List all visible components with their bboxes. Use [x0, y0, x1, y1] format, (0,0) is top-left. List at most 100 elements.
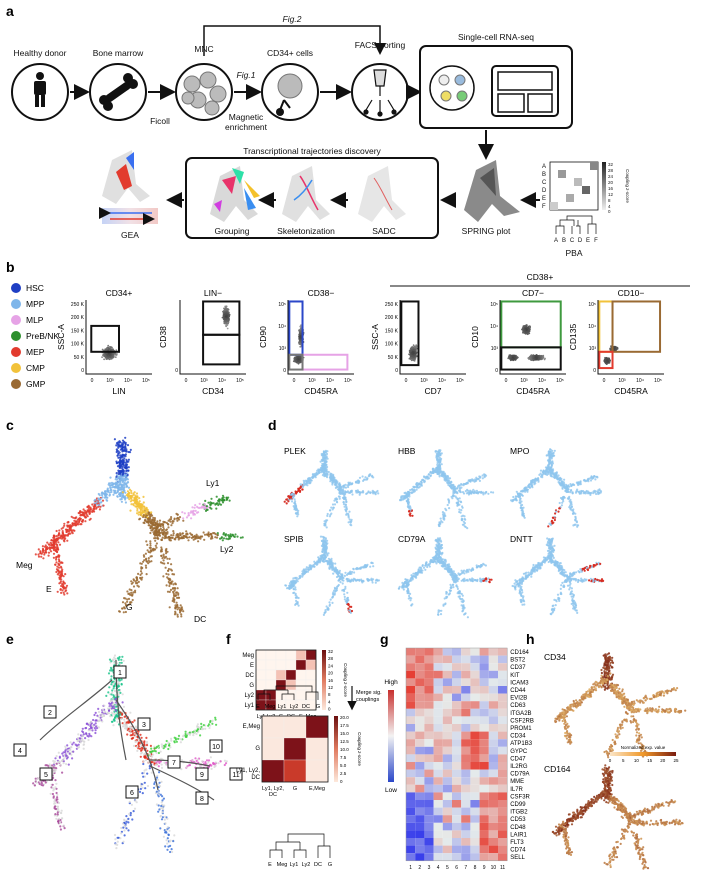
heatmap-cell: [488, 746, 498, 755]
gene-embedding: DNTT: [510, 534, 605, 616]
g-col-label: 10: [491, 865, 497, 871]
heatmap-cell: [470, 807, 480, 816]
g-col-label: 8: [474, 865, 477, 871]
heatmap-cell: [488, 693, 498, 702]
heatmap-cell: [479, 693, 489, 702]
heatmap-cell: [479, 648, 489, 656]
legend-label: CMP: [26, 363, 45, 373]
heatmap-cell: [424, 838, 434, 846]
heatmap-cell: [424, 670, 434, 679]
heatmap-cell: [433, 845, 443, 854]
heatmap-cell: [433, 762, 443, 770]
f-scale-tick: 24: [328, 663, 334, 668]
heatmap-cell: [424, 724, 434, 732]
c-label-e: E: [46, 584, 52, 594]
heatmap-cell: [415, 762, 425, 770]
f-leaf-label: G: [316, 704, 320, 710]
facs-ytick: 10⁵: [588, 302, 596, 308]
facs-xlabel: CD7: [424, 386, 441, 396]
heatmap-cell: [452, 678, 462, 686]
heatmap-cell: [433, 701, 443, 709]
f-row-label: E: [250, 663, 254, 669]
heatmap-cell: [433, 769, 443, 778]
f-leaf-label: Ly2: [302, 862, 311, 868]
heatmap-cell: [406, 853, 416, 861]
heatmap-cell: [415, 769, 425, 778]
heatmap-cell: [488, 724, 498, 732]
h-colorbar-tick: 5: [622, 758, 625, 763]
heatmap-cell: [433, 746, 443, 755]
legend-swatch: [11, 363, 21, 373]
facs-ytick: 0: [81, 368, 84, 374]
facs-xtick: 0: [603, 378, 606, 384]
heatmap-cell: [424, 648, 434, 656]
heatmap-cell: [470, 678, 480, 686]
branch-box: [195, 791, 209, 805]
heatmap-cell: [479, 746, 489, 755]
g-gene-label: CD48: [510, 825, 526, 831]
heatmap-cell: [415, 746, 425, 755]
heatmap-cell: [452, 800, 462, 808]
heatmap-cell: [470, 853, 480, 861]
heatmap-cell: [433, 708, 443, 717]
heatmap-cell: [433, 815, 443, 823]
g-col-label: 9: [483, 865, 486, 871]
heatmap-cell: [424, 701, 434, 709]
heatmap-cell: [461, 800, 471, 808]
heatmap-cell: [470, 769, 480, 778]
heatmap-cell: [479, 708, 489, 717]
branch-box: [229, 767, 243, 781]
branch-number: 6: [130, 790, 134, 797]
heatmap-cell: [488, 769, 498, 778]
facs-xtick: 10⁵: [142, 378, 150, 384]
heatmap-cell: [488, 731, 498, 740]
pba-label: PBA: [565, 248, 582, 258]
heatmap-cell: [415, 693, 425, 702]
branch-box: [137, 717, 151, 731]
heatmap-cell: [442, 693, 452, 702]
heatmap-cell: [488, 708, 498, 717]
heatmap-cell: [461, 648, 471, 656]
facs-xtick: 10⁵: [654, 378, 662, 384]
heatmap-cell: [470, 830, 480, 838]
heatmap-cell: [479, 663, 489, 671]
heatmap-cell: [461, 845, 471, 854]
step-label-marrow: Bone marrow: [93, 48, 144, 58]
facs-plot-title: CD7−: [522, 288, 544, 298]
g-gene-label: ATP1B3: [510, 741, 533, 747]
heatmap-cell: [424, 784, 434, 793]
facs-xlabel: CD34: [202, 386, 224, 396]
heatmap-cell: [452, 739, 462, 747]
heatmap-cell: [442, 708, 452, 717]
heatmap-cell: [415, 678, 425, 686]
branch-box: [13, 743, 27, 757]
g-col-label: 1: [409, 865, 412, 871]
facs-xlabel: CD45RA: [304, 386, 338, 396]
heatmap-cell: [442, 754, 452, 762]
heatmap-cell: [433, 655, 443, 664]
heatmap-cell: [406, 815, 416, 823]
heatmap-cell: [442, 815, 452, 823]
g-gene-label: FLT3: [510, 840, 524, 846]
heatmap-cell: [433, 739, 443, 747]
g-gene-label: CSF3R: [510, 794, 530, 800]
heatmap-cell: [424, 777, 434, 785]
pba-scale-tick: 12: [608, 192, 614, 197]
heatmap-cell: [479, 815, 489, 823]
gate: [400, 300, 420, 367]
facs-ytick: 250 K: [71, 302, 85, 308]
legend-label: GMP: [26, 379, 46, 389]
facs-xtick: 10⁴: [218, 378, 226, 384]
sadc-embedding: [358, 166, 406, 222]
heatmap-cell: [452, 731, 462, 740]
heatmap-cell: [406, 655, 416, 664]
facs-plot-title: CD34+: [106, 288, 133, 298]
panel-letters: a b c d e f g h: [6, 3, 535, 647]
heatmap-cell: [470, 731, 480, 740]
g-col-label: 7: [464, 865, 467, 871]
facs-xtick: 0: [91, 378, 94, 384]
heatmap-cell: [488, 838, 498, 846]
